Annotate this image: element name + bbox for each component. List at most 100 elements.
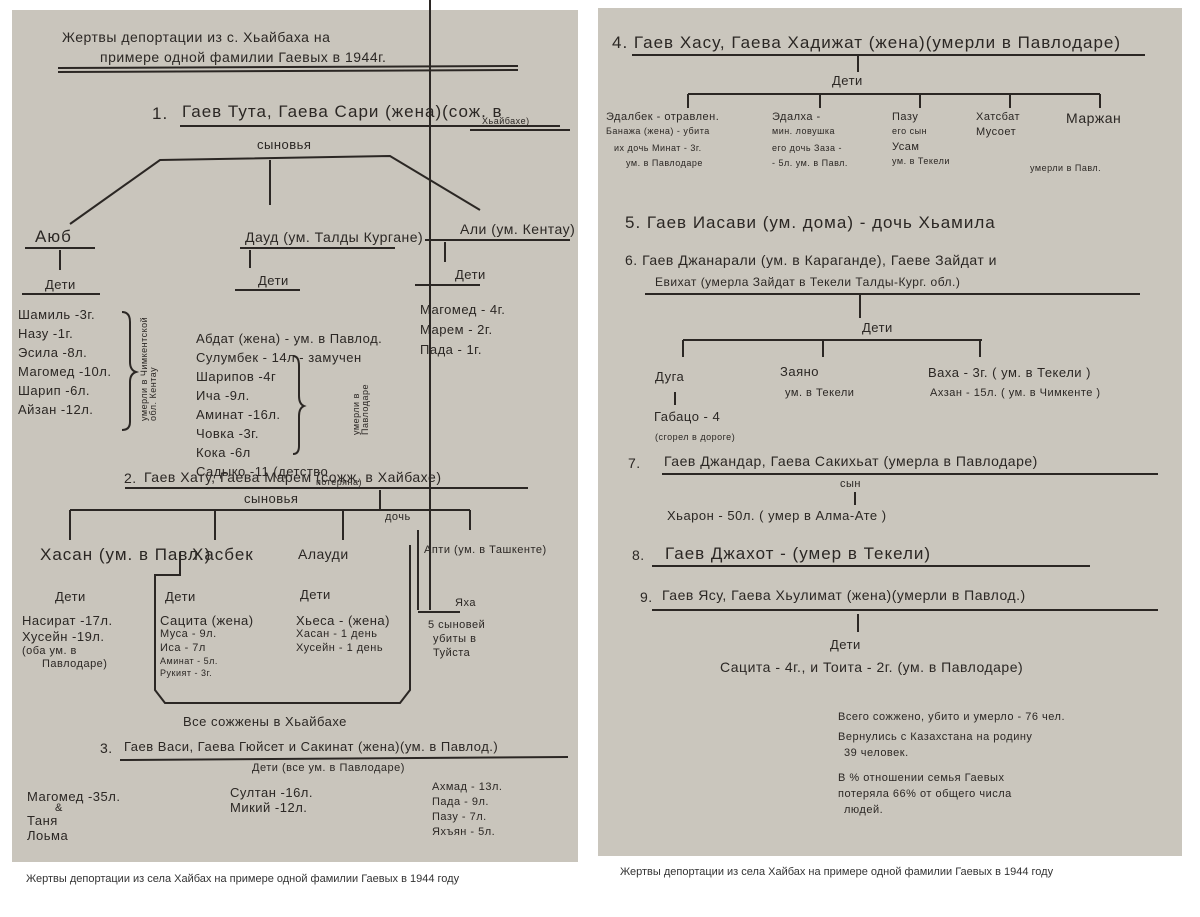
family4-child-edalha: Эдалха - мин. ловушка его дочь Заза - - … — [772, 112, 848, 168]
child: Пада - 9л. — [432, 796, 489, 808]
daud-children-note: умерли в Павлодаре — [351, 384, 370, 435]
child: Эсила -8л. — [18, 345, 88, 360]
ayub-children-note: умерли в Чимкентской обл. Кентау — [139, 316, 158, 421]
ali-children-label: Дети — [455, 267, 486, 282]
all-burned-note: Все сожжены в Хьайбахе — [183, 714, 347, 729]
child: Кока -6л — [196, 445, 251, 460]
yaha-label: Яха — [455, 597, 476, 609]
family8-head: Гаев Джахот - (умер в Текели) — [665, 544, 932, 563]
family7-son-label: сын — [840, 478, 861, 490]
child: Магомед -10л. — [18, 364, 112, 379]
hasan-children-label: Дети — [55, 589, 86, 604]
family2-head: Гаев Хату, Гаева Марем (сожж. в Хайбахе) — [144, 469, 442, 485]
left-caption: Жертвы депортации из села Хайбах на прим… — [26, 873, 460, 885]
child: Марем - 2г. — [420, 322, 493, 337]
child: Ича -9л. — [196, 388, 250, 403]
alaudi-children-label: Дети — [300, 587, 331, 602]
daud-children-list: Абдат (жена) - ум. в Павлод. Сулумбек - … — [196, 332, 382, 487]
line: ум. в Павлодаре — [626, 158, 703, 168]
child: Айзан -12л. — [18, 402, 94, 417]
line: Мусоет — [976, 126, 1017, 138]
family9-number: 9. — [640, 589, 653, 605]
family3-head: Гаев Васи, Гаева Гюйсет и Сакинат (жена)… — [124, 739, 499, 754]
line: Хатсбат — [976, 111, 1021, 123]
child: Сацита (жена) — [160, 613, 254, 628]
child: Абдат (жена) - ум. в Павлод. — [196, 331, 383, 346]
family3-number: 3. — [100, 740, 113, 756]
family1-number: 1. — [152, 104, 169, 123]
line: их дочь Минат - 3г. — [614, 143, 702, 153]
child: Таня — [27, 813, 58, 828]
doc-title-line1: Жертвы депортации из с. Хьайбаха на — [62, 29, 331, 45]
child: Шамиль -3г. — [18, 307, 96, 322]
child: Хусейн -19л. — [22, 629, 105, 644]
child-note: (оба ум. в — [22, 645, 77, 657]
child: Насират -17л. — [22, 613, 113, 628]
child: Иса - 7л — [160, 642, 206, 654]
child: Назу -1г. — [18, 326, 74, 341]
son-daud: Дауд (ум. Талды Кургане) — [245, 229, 424, 245]
family1-head: Гаев Тута, Гаева Сари (жена)(сож. в — [182, 102, 503, 121]
family9-children-label: Дети — [830, 637, 861, 652]
family8-number: 8. — [632, 547, 645, 563]
child: Яхъян - 5л. — [432, 826, 496, 838]
child: Сулумбек - 14л - замучен — [196, 350, 362, 365]
left-page-scan — [12, 10, 578, 862]
child-zayano-note: ум. в Текели — [785, 387, 855, 399]
child: Аминат -16л. — [196, 407, 281, 422]
child-ahzan: Ахзан - 15л. ( ум. в Чимкенте ) — [930, 387, 1101, 399]
ampersand: & — [55, 802, 63, 814]
right-page-scan — [598, 8, 1182, 856]
right-caption: Жертвы депортации из села Хайбах на прим… — [620, 866, 1054, 878]
hasan-children-list: Насират -17л. Хусейн -19л. (оба ум. в Па… — [22, 614, 113, 670]
line: Эдалха - — [772, 111, 821, 123]
family4-children-label: Дети — [832, 73, 863, 88]
line: мин. ловушка — [772, 126, 835, 136]
line: Эдалбек - отравлен. — [606, 111, 720, 123]
child: Садыко -11 (детство — [196, 464, 329, 479]
summary-line: людей. — [844, 804, 884, 816]
child: Рукият - 3г. — [160, 668, 213, 678]
family4-child-marzhan: Маржан — [1066, 110, 1122, 126]
child: Шарип -6л. — [18, 383, 91, 398]
family4-child-pazu: Пазу его сын Усам ум. в Текели — [892, 112, 950, 166]
daud-children-label: Дети — [258, 273, 289, 288]
child: Микий -12л. — [230, 800, 308, 815]
family1-head-cont: Хьайбахе) — [482, 116, 530, 126]
family3-children-col1: Магомед -35л. & Таня Лоьма — [27, 790, 120, 842]
family4-child-hatsbat: Хатсбат Мусоет — [976, 112, 1020, 138]
child-zayano: Заяно — [780, 364, 820, 379]
family6-head: 6. Гаев Джанарали (ум. в Караганде), Гае… — [625, 252, 997, 268]
family9-head: Гаев Ясу, Гаева Хьулимат (жена)(умерли в… — [662, 587, 1026, 603]
line: Усам — [892, 141, 920, 153]
family4-head: 4. Гаев Хасу, Гаева Хадижат (жена)(умерл… — [612, 33, 1122, 52]
family4-child-edalbek: Эдалбек - отравлен. Банажа (жена) - убит… — [606, 112, 719, 168]
child: Магомед -35л. — [27, 789, 121, 804]
child-vaha: Ваха - 3г. ( ум. в Текели ) — [928, 365, 1091, 380]
child-gabaco-note: (сгорел в дороге) — [655, 432, 736, 442]
family2-number: 2. — [124, 470, 137, 486]
family9-children: Сацита - 4г., и Тоита - 2г. (ум. в Павло… — [720, 659, 1024, 675]
hasbek-children-list: Сацита (жена) Муса - 9л. Иса - 7л Аминат… — [160, 614, 254, 678]
daughter-apti: Апти (ум. в Ташкенте) — [424, 544, 547, 556]
summary-line: В % отношении семья Гаевых — [838, 772, 1005, 784]
family6-children-label: Дети — [862, 320, 893, 335]
line: ум. в Текели — [892, 156, 950, 166]
family2-daughter-label: дочь — [385, 511, 411, 523]
ayub-children-label: Дети — [45, 277, 76, 292]
son-ali: Али (ум. Кентау) — [460, 221, 576, 237]
line: Пазу — [892, 111, 919, 123]
family7-son-haron: Хьарон - 50л. ( умер в Алма-Ате ) — [667, 508, 887, 523]
son-hasan: Хасан (ум. в Павл.) — [40, 545, 212, 564]
summary-line: 39 человек. — [844, 747, 909, 759]
alaudi-children-list: Хьеса - (жена) Хасан - 1 день Хусейн - 1… — [296, 614, 390, 654]
child: Пада - 1г. — [420, 342, 482, 357]
family7-head: Гаев Джандар, Гаева Сакихьат (умерла в П… — [664, 453, 1038, 469]
child: Магомед - 4г. — [420, 302, 506, 317]
son-ayub: Аюб — [35, 227, 72, 246]
child: Хусейн - 1 день — [296, 642, 384, 654]
family4-children-note: умерли в Павл. — [1030, 163, 1102, 173]
family3-children-col2: Султан -16л. Микий -12л. — [230, 786, 313, 814]
family6-head-cont: Евихат (умерла Зайдат в Текели Талды-Кур… — [655, 275, 961, 289]
